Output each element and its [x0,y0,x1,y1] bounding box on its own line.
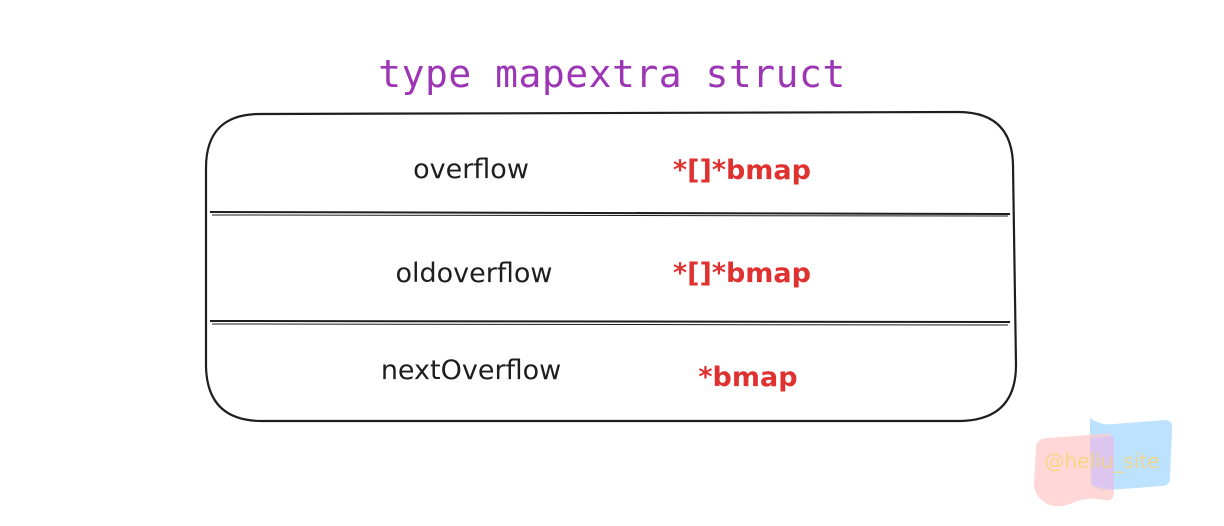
site-logo [1034,418,1172,507]
row-divider-2-b [211,323,1009,326]
field-name-oldoverflow: oldoverflow [395,258,553,289]
field-type-overflow: *[]*bmap [673,155,811,186]
row-divider-2 [209,320,1011,323]
row-divider-1-b [211,214,1009,217]
struct-box [204,110,1018,423]
struct-title: type mapextra struct [378,52,846,96]
field-name-nextoverflow: nextOverflow [380,355,562,386]
field-type-nextoverflow: *bmap [698,362,798,393]
field-type-oldoverflow: *[]*bmap [673,258,811,289]
field-name-overflow: overflow [413,154,529,185]
watermark-text: @heliu_site [1044,449,1160,473]
row-divider-1 [209,211,1011,215]
